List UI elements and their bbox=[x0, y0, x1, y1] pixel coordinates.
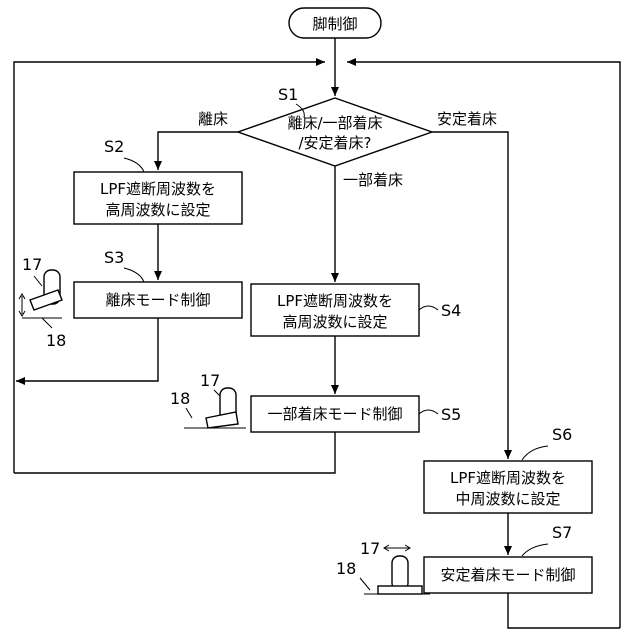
floor-ref-s5: 18 bbox=[170, 389, 190, 408]
step-s2-leader bbox=[124, 158, 144, 172]
step-s7-ref: S7 bbox=[552, 523, 572, 542]
decision-line1: 離床/一部着床 bbox=[287, 114, 382, 132]
s7-line1: 安定着床モード制御 bbox=[440, 566, 575, 584]
floor-ref-s7: 18 bbox=[336, 559, 356, 578]
s3-line1: 離床モード制御 bbox=[105, 291, 210, 309]
step-s7-leader bbox=[522, 544, 548, 556]
s2-line1: LPF遮断周波数を bbox=[100, 180, 216, 198]
step-s3-ref: S3 bbox=[104, 248, 124, 267]
foot-ref-s3: 17 bbox=[22, 255, 42, 274]
branch-right-label: 安定着床 bbox=[437, 110, 497, 128]
foot-stable-illustration: 17 18 bbox=[336, 539, 430, 594]
s6-line2: 中周波数に設定 bbox=[455, 490, 560, 508]
s4-line1: LPF遮断周波数を bbox=[277, 292, 393, 310]
branch-left-line bbox=[158, 132, 238, 170]
s6-line1: LPF遮断周波数を bbox=[450, 469, 566, 487]
s4-line2: 高周波数に設定 bbox=[282, 313, 387, 331]
s5-return-line bbox=[14, 432, 335, 473]
step-s4-leader bbox=[419, 306, 438, 310]
s3-return-line bbox=[16, 318, 158, 381]
decision-s1: 離床/一部着床 /安定着床? S1 bbox=[238, 85, 432, 166]
process-s5: 一部着床モード制御 S5 bbox=[251, 396, 461, 432]
step-s6-ref: S6 bbox=[552, 425, 572, 444]
foot-partial-illustration: 17 18 bbox=[170, 371, 246, 428]
decision-line2: /安定着床? bbox=[298, 134, 371, 152]
step-s5-leader bbox=[419, 410, 438, 414]
process-s4: LPF遮断周波数を 高周波数に設定 S4 bbox=[251, 284, 461, 336]
start-terminal: 脚制御 bbox=[289, 8, 381, 38]
step-s3-leader bbox=[124, 268, 144, 282]
floor-ref-s3: 18 bbox=[46, 331, 66, 350]
leg-icon bbox=[392, 556, 408, 590]
start-label: 脚制御 bbox=[312, 15, 357, 33]
step-s5-ref: S5 bbox=[441, 405, 461, 424]
s5-line1: 一部着床モード制御 bbox=[267, 405, 402, 423]
foot-sole-icon bbox=[378, 586, 422, 594]
foot-ref-s5: 17 bbox=[200, 371, 220, 390]
step-s6-leader bbox=[522, 446, 548, 460]
step-s1-ref: S1 bbox=[278, 85, 298, 104]
s2-line2: 高周波数に設定 bbox=[105, 201, 210, 219]
branch-down-label: 一部着床 bbox=[343, 171, 403, 189]
step-s2-ref: S2 bbox=[104, 137, 124, 156]
foot-ref-s7: 17 bbox=[360, 539, 380, 558]
s7-return-line bbox=[508, 593, 620, 628]
branch-left-label: 離床 bbox=[198, 110, 228, 128]
foot-sole-icon bbox=[206, 412, 238, 428]
step-s4-ref: S4 bbox=[441, 301, 461, 320]
foot-lifted-illustration: 17 18 bbox=[19, 255, 66, 350]
